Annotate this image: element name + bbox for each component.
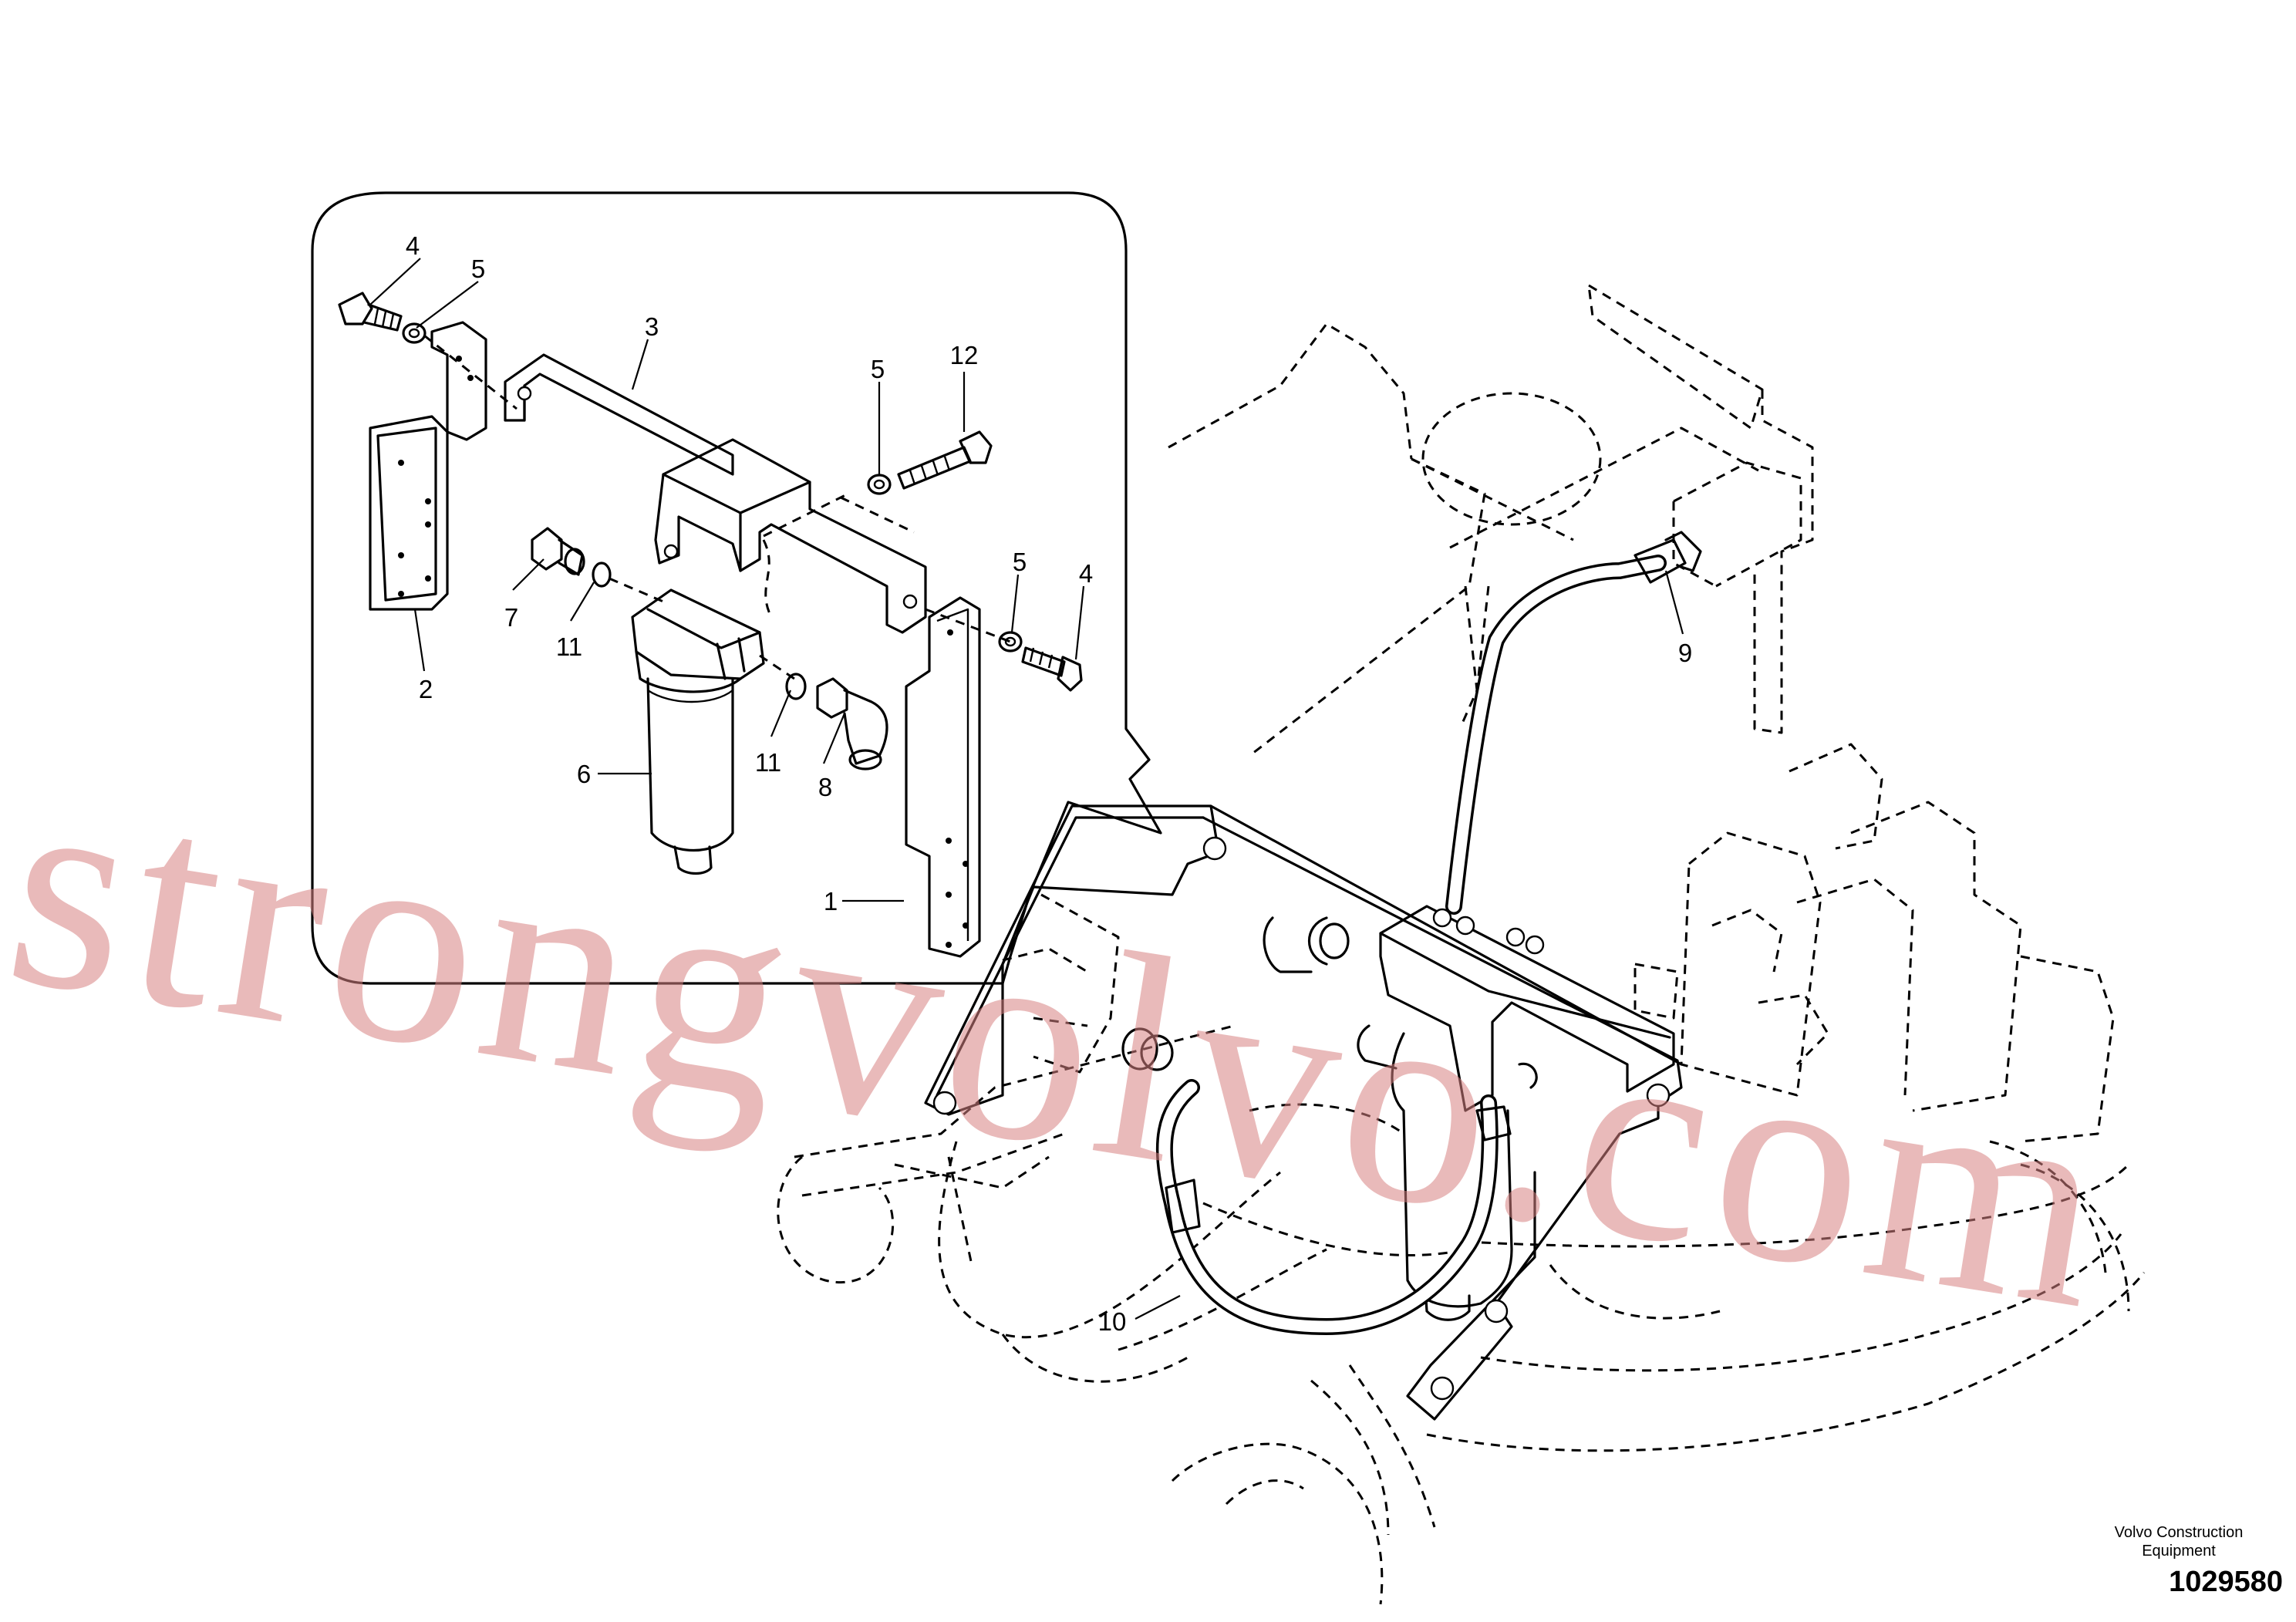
callout-label: 5 bbox=[1013, 548, 1027, 576]
washer-5-lower-right bbox=[998, 631, 1023, 653]
washer-5-upper-left bbox=[402, 322, 426, 344]
document-number: 1029580 bbox=[2169, 1566, 2283, 1598]
assembly-bracket bbox=[1379, 905, 1675, 1112]
o-ring-11-left bbox=[592, 561, 612, 588]
callout-label: 11 bbox=[755, 748, 781, 777]
brand-line-2: Equipment bbox=[2142, 1543, 2216, 1560]
callout-label: 2 bbox=[419, 675, 433, 703]
hose-10 bbox=[1121, 1027, 1512, 1336]
callout-label: 5 bbox=[871, 355, 885, 383]
o-ring-11-right bbox=[785, 673, 807, 700]
bracket-3 bbox=[504, 353, 927, 634]
bolt-4-upper-left bbox=[338, 292, 403, 332]
bolt-12 bbox=[897, 430, 993, 490]
callout-label: 5 bbox=[471, 255, 485, 283]
callout-label: 4 bbox=[1079, 559, 1093, 588]
callout-label: 3 bbox=[645, 312, 659, 341]
callout-label: 8 bbox=[818, 773, 832, 801]
callout-label: 1 bbox=[824, 887, 838, 916]
brand-line-1: Volvo Construction bbox=[2114, 1524, 2244, 1541]
callout-label: 4 bbox=[406, 231, 420, 260]
nipple-7 bbox=[531, 527, 585, 576]
callout-labels: 4 5 3 5 12 7 11 5 4 2 6 11 8 1 9 10 bbox=[406, 231, 1692, 1336]
bolt-4-lower-right bbox=[1021, 646, 1083, 692]
callout-label: 6 bbox=[577, 760, 591, 788]
bracket-2 bbox=[369, 321, 487, 611]
leaders bbox=[369, 258, 1684, 1320]
callout-label: 7 bbox=[504, 603, 518, 632]
callout-label: 11 bbox=[556, 632, 582, 661]
hose-9 bbox=[1445, 531, 1702, 915]
washer-5-upper-right bbox=[867, 474, 892, 495]
plate-1 bbox=[905, 596, 981, 958]
filter-6 bbox=[631, 588, 765, 875]
brand-caption: Volvo Construction Equipment bbox=[2079, 1523, 2279, 1560]
elbow-8 bbox=[816, 677, 888, 771]
callout-label: 12 bbox=[950, 341, 979, 369]
machine-frame-dashed bbox=[777, 284, 2146, 1605]
detail-callout-frame bbox=[311, 191, 1162, 985]
callout-label: 10 bbox=[1098, 1307, 1127, 1336]
callout-label: 9 bbox=[1678, 639, 1692, 667]
assembly-filter bbox=[1140, 916, 1538, 1321]
